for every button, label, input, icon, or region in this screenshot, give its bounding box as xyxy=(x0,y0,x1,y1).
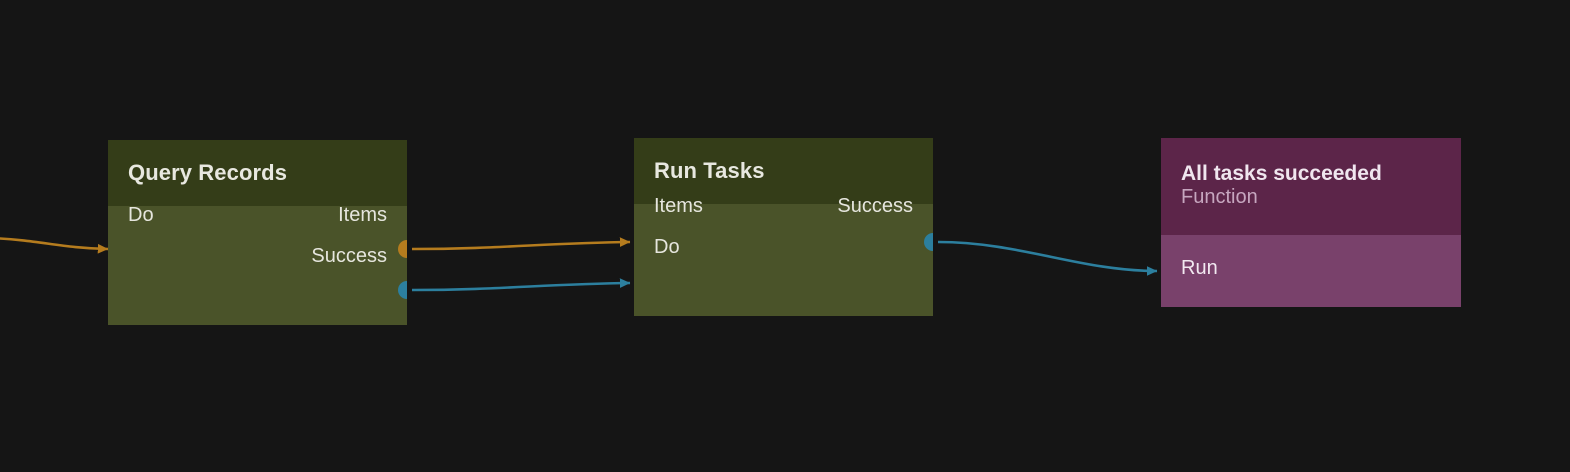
edge-success-to-run xyxy=(937,240,1158,276)
port-row-do[interactable]: Do xyxy=(634,234,933,260)
edge-items-to-items xyxy=(411,237,631,251)
node-body: Run xyxy=(1161,235,1461,307)
port-row-success[interactable]: Success xyxy=(108,243,407,269)
port-label-run: Run xyxy=(1181,257,1218,279)
node-body: Do Items Success xyxy=(108,204,407,325)
node-header[interactable]: Query Records xyxy=(108,140,407,206)
node-run-tasks[interactable]: Run Tasks Items Success Do xyxy=(634,138,933,316)
port-label-success: Success xyxy=(837,195,913,217)
node-title: Query Records xyxy=(128,160,288,185)
node-subtitle: Function xyxy=(1181,185,1258,208)
port-label-do: Do xyxy=(128,204,154,226)
port-row-do[interactable]: Do Items xyxy=(108,202,407,228)
node-title: All tasks succeeded xyxy=(1181,162,1382,185)
node-query-records[interactable]: Query Records Do Items Success xyxy=(108,140,407,325)
output-port-success[interactable] xyxy=(924,233,933,251)
edge-success-to-do xyxy=(411,278,631,292)
output-port-success[interactable] xyxy=(398,281,407,299)
port-row-items[interactable]: Items Success xyxy=(634,193,933,219)
port-label-items: Items xyxy=(654,195,703,217)
node-header[interactable]: Run Tasks xyxy=(634,138,933,204)
port-label-do: Do xyxy=(654,236,680,258)
node-title: Run Tasks xyxy=(654,158,765,183)
node-body: Items Success Do xyxy=(634,195,933,316)
port-label-success: Success xyxy=(311,245,387,267)
port-row-run[interactable]: Run xyxy=(1161,255,1461,281)
output-port-items[interactable] xyxy=(398,240,407,258)
port-label-items: Items xyxy=(338,204,387,226)
edge-incoming-do xyxy=(0,237,109,254)
node-header[interactable]: All tasks succeeded Function xyxy=(1161,138,1461,235)
node-all-tasks-succeeded[interactable]: All tasks succeeded Function Run xyxy=(1161,138,1461,307)
